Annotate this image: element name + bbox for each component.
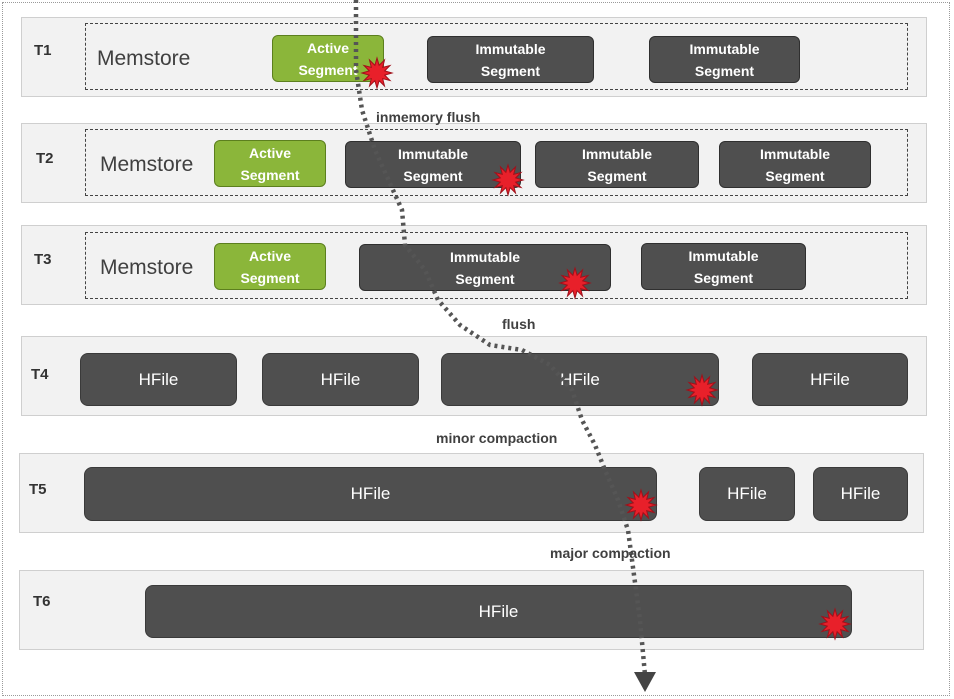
active-segment-t1: Active Segment: [272, 35, 384, 82]
active-segment-t2: Active Segment: [214, 140, 326, 187]
row-label-t1: T1: [34, 42, 52, 59]
hfile-t4-3: HFile: [441, 353, 719, 406]
immutable-segment-t2-3: Immutable Segment: [719, 141, 871, 188]
immutable-segment-t3-2: Immutable Segment: [641, 243, 806, 290]
hfile-t5-2: HFile: [699, 467, 795, 521]
step-label-minor-compaction: minor compaction: [436, 430, 558, 446]
row-label-t4: T4: [31, 366, 49, 383]
hfile-t4-2: HFile: [262, 353, 419, 406]
row-label-t3: T3: [34, 251, 52, 268]
memstore-label-t3: Memstore: [100, 256, 194, 279]
hfile-t5-1: HFile: [84, 467, 657, 521]
row-label-t6: T6: [33, 593, 51, 610]
memstore-label-t2: Memstore: [100, 153, 194, 176]
step-label-major-compaction: major compaction: [550, 545, 671, 561]
immutable-segment-t3-1: Immutable Segment: [359, 244, 611, 291]
active-segment-t3: Active Segment: [214, 243, 326, 290]
hfile-t4-1: HFile: [80, 353, 237, 406]
hfile-t6-1: HFile: [145, 585, 852, 638]
row-label-t5: T5: [29, 481, 47, 498]
immutable-segment-t2-2: Immutable Segment: [535, 141, 699, 188]
hfile-t5-3: HFile: [813, 467, 908, 521]
immutable-segment-t1-2: Immutable Segment: [649, 36, 800, 83]
step-label-flush: flush: [502, 316, 536, 332]
memstore-label-t1: Memstore: [97, 47, 191, 70]
hfile-t4-4: HFile: [752, 353, 908, 406]
step-label-inmemory-flush: inmemory flush: [376, 109, 481, 125]
row-label-t2: T2: [36, 150, 54, 167]
immutable-segment-t1-1: Immutable Segment: [427, 36, 594, 83]
immutable-segment-t2-1: Immutable Segment: [345, 141, 521, 188]
